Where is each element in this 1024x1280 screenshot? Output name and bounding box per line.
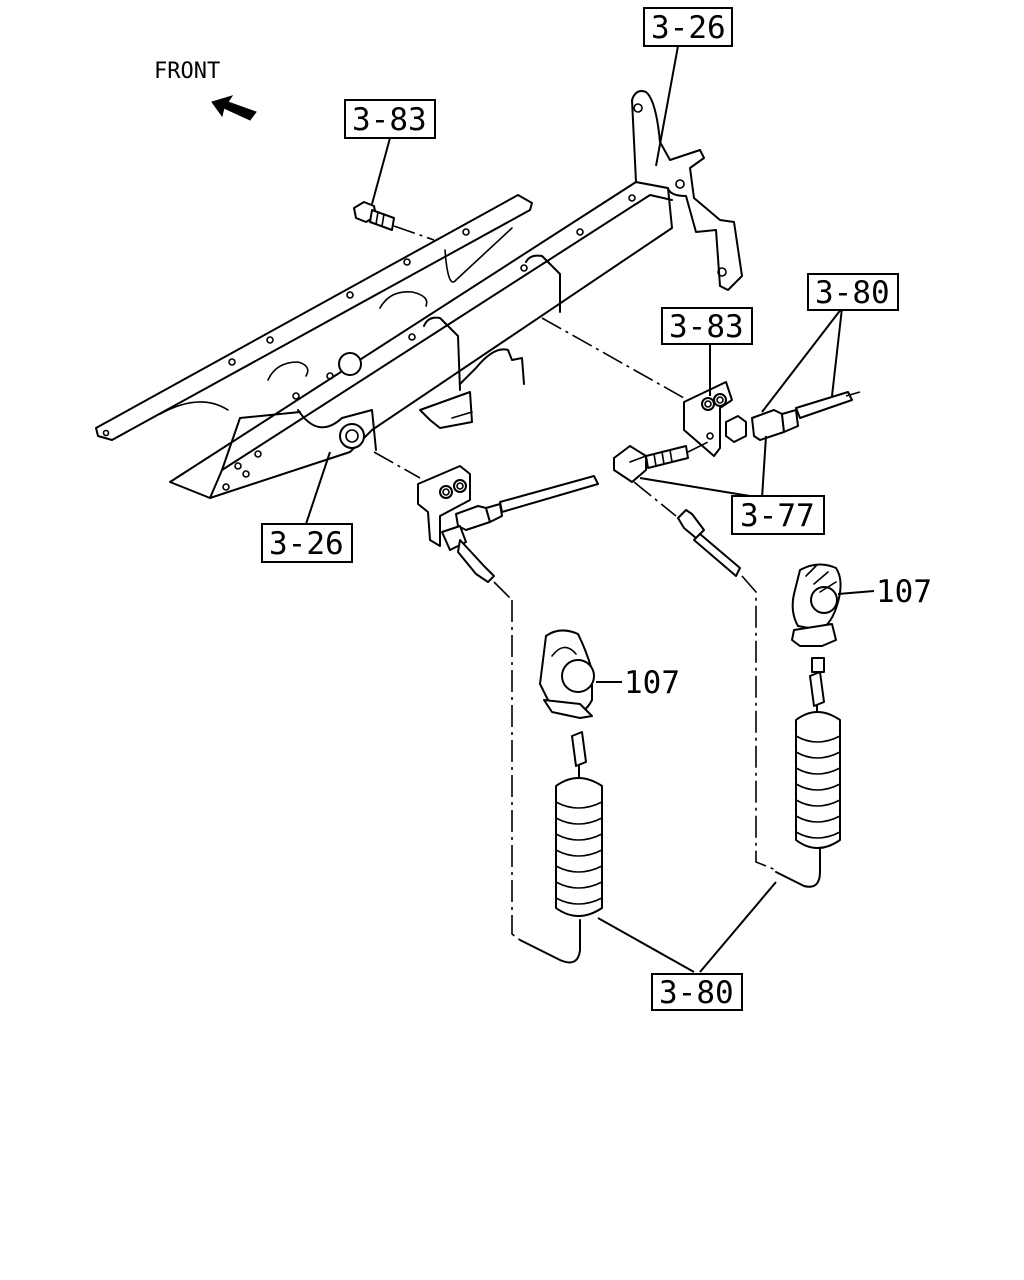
callout-box-bracket-bottom-left: [261, 523, 353, 563]
hose-bracket-right: [683, 381, 733, 457]
callout-coil-hoses: 3-80: [659, 975, 734, 1011]
callout-coupling-left: 107: [624, 665, 680, 701]
hose-bracket-left: [417, 465, 599, 583]
callout-bracket-top: 3-26: [651, 10, 726, 46]
callout-box-bracket-right: [661, 307, 753, 345]
callout-bracket-bottom-left: 3-26: [269, 526, 344, 562]
gladhand-coupling-right: [791, 563, 842, 673]
upper-bracket: [631, 90, 743, 291]
union-fitting: [613, 445, 689, 483]
gladhand-coupling-left: [539, 629, 595, 719]
callout-bracket-right: 3-83: [669, 309, 744, 345]
callout-box-fittings: [731, 495, 825, 535]
callout-box-bolt-left: [344, 99, 436, 139]
coil-hose-right: [775, 671, 841, 888]
frame-flat-bar: [95, 194, 533, 441]
flange-bolt: [353, 201, 395, 231]
fitting-lower-right: [677, 509, 741, 577]
callout-box-bracket-top: [643, 7, 733, 47]
callout-bolt-left: 3-83: [352, 102, 427, 138]
fitting-upper-right: [725, 391, 853, 443]
frame-cross-member: [169, 181, 673, 499]
callout-box-coil-hoses: [651, 973, 743, 1011]
coil-hose-left: [519, 731, 603, 964]
front-label: FRONT: [154, 59, 220, 84]
front-arrow-icon: [211, 95, 257, 121]
callout-fittings: 3-77: [740, 498, 815, 534]
callout-box-hose-connector-right: [807, 273, 899, 311]
callout-hose-connector-right: 3-80: [815, 275, 890, 311]
callout-coupling-right: 107: [876, 574, 932, 610]
